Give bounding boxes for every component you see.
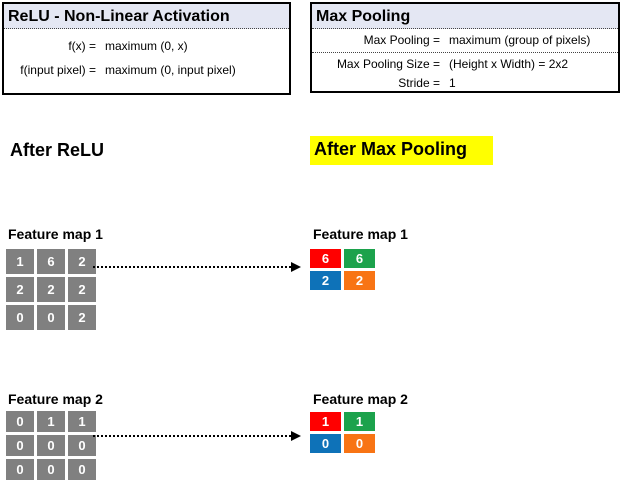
pooling-formula-row: Max Pooling = maximum (group of pixels) [312,29,618,53]
grid-cell: 6 [37,249,65,274]
formula-rhs: maximum (0, x) [105,39,188,53]
grid-cell: 0 [6,411,34,432]
grid-cell: 0 [344,434,375,453]
after-max-pooling-heading: After Max Pooling [310,136,494,165]
grid-cell: 1 [37,411,65,432]
max-pooling-box-title: Max Pooling [312,4,618,29]
max-pooling-definition-box: Max Pooling Max Pooling = maximum (group… [310,2,620,93]
grid-cell: 0 [310,434,341,453]
grid-cell: 0 [37,435,65,456]
formula-lhs: f(x) = [68,39,96,53]
arrow-head-icon [291,431,301,441]
formula-lhs: f(input pixel) = [20,63,96,77]
arrow-line [93,435,291,437]
feature-map-2-output-grid: 1 1 0 0 [310,412,375,453]
grid-cell: 0 [6,459,34,480]
pooling-formula-row: Stride = 1 [312,74,618,93]
max-pooling-box-body: Max Pooling = maximum (group of pixels) … [312,29,618,93]
feature-map-1-output-label: Feature map 1 [313,226,408,242]
grid-cell: 6 [344,249,375,268]
grid-cell: 0 [37,305,65,330]
grid-cell: 6 [310,249,341,268]
grid-cell: 1 [68,411,96,432]
grid-cell: 0 [6,305,34,330]
relu-formula-row: f(input pixel) = maximum (0, input pixel… [4,58,289,82]
feature-map-1-arrow [93,262,301,272]
grid-cell: 2 [68,249,96,274]
relu-box-body: f(x) = maximum (0, x) f(input pixel) = m… [4,29,289,82]
formula-rhs: 1 [449,76,456,90]
formula-rhs: maximum (0, input pixel) [105,63,236,77]
grid-cell: 2 [68,305,96,330]
relu-definition-box: ReLU - Non-Linear Activation f(x) = maxi… [2,2,291,95]
formula-lhs: Max Pooling Size = [336,57,440,71]
relu-box-title: ReLU - Non-Linear Activation [4,4,289,29]
grid-cell: 1 [344,412,375,431]
grid-cell: 0 [37,459,65,480]
pooling-formula-row: Max Pooling Size = (Height x Width) = 2x… [312,53,618,74]
grid-cell: 2 [68,277,96,302]
grid-cell: 2 [37,277,65,302]
grid-cell: 1 [310,412,341,431]
feature-map-1-input-grid: 1 6 2 2 2 2 0 0 2 [6,249,96,330]
feature-map-1-input-label: Feature map 1 [8,226,103,242]
formula-lhs: Stride = [398,76,440,90]
grid-cell: 0 [6,435,34,456]
feature-map-1-output-grid: 6 6 2 2 [310,249,375,290]
arrow-head-icon [291,262,301,272]
feature-map-2-input-grid: 0 1 1 0 0 0 0 0 0 [6,411,96,480]
formula-lhs: Max Pooling = [363,33,440,47]
grid-cell: 2 [6,277,34,302]
grid-cell: 0 [68,459,96,480]
relu-formula-row: f(x) = maximum (0, x) [4,34,289,58]
grid-cell: 2 [310,271,341,290]
grid-cell: 2 [344,271,375,290]
arrow-line [93,266,291,268]
formula-rhs: maximum (group of pixels) [449,33,591,47]
feature-map-2-arrow [93,431,301,441]
formula-rhs: (Height x Width) = 2x2 [449,57,569,71]
after-relu-heading: After ReLU [10,140,105,160]
feature-map-2-input-label: Feature map 2 [8,391,103,407]
feature-map-2-output-label: Feature map 2 [313,391,408,407]
grid-cell: 1 [6,249,34,274]
grid-cell: 0 [68,435,96,456]
